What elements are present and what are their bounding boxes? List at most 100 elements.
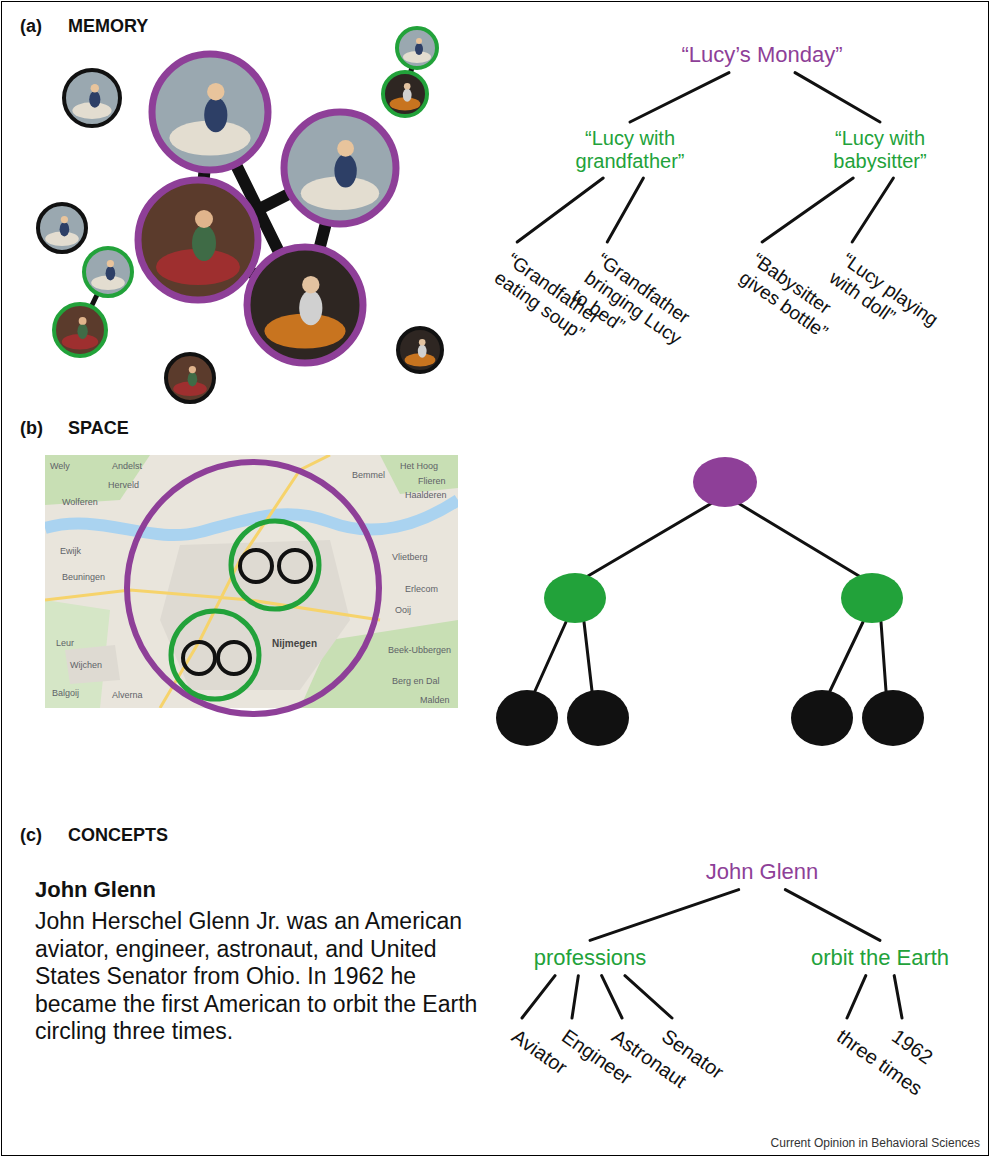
memory-group: “Lucy with grandfather”: [563, 125, 697, 175]
scene-picture: [398, 328, 442, 372]
map-label: Beek-Ubbergen: [388, 645, 451, 656]
region-ring: [231, 521, 319, 609]
episode-ring: [138, 180, 258, 300]
region-ring: [240, 550, 272, 582]
episode-ring: [152, 54, 268, 170]
tree-branch: [762, 178, 853, 242]
event-ring: [64, 70, 120, 126]
concept-group: professions: [532, 943, 649, 972]
event-ring: [398, 328, 442, 372]
tree-line: [881, 622, 886, 691]
map-label: Beuningen: [62, 572, 105, 583]
region-ring: [183, 642, 215, 674]
street-map: [45, 455, 458, 708]
map-label: Leur: [56, 638, 74, 649]
tree-branch: [602, 976, 622, 1018]
tree-line: [535, 622, 566, 691]
event-rings: [54, 28, 437, 356]
scene-picture: [38, 204, 86, 252]
tree-dot: [693, 457, 757, 507]
tree-dot: [496, 690, 558, 746]
map-label: Erlecom: [405, 584, 438, 595]
scene-picture: [152, 54, 268, 170]
tree-branch: [852, 178, 893, 242]
tree-dot: [544, 573, 606, 623]
scene-picture: [284, 112, 396, 224]
map-label: Ewijk: [60, 546, 81, 557]
panel-title: MEMORY: [68, 16, 148, 38]
node-text: “Lucy’s Monday”: [682, 42, 843, 67]
event-ring: [383, 72, 427, 116]
entry-text: John Herschel Glenn Jr. was an American …: [35, 908, 495, 1046]
map-label: Andelst: [112, 461, 142, 472]
map-label: Wolferen: [62, 497, 98, 508]
tree-dot: [567, 690, 629, 746]
node-text: “Lucy with grandfather”: [565, 127, 695, 173]
tree-branch: [607, 178, 643, 242]
tree-line: [588, 503, 712, 576]
region-ring: [171, 611, 259, 699]
node-text: Aviator: [507, 1025, 571, 1079]
event-ring: [166, 354, 214, 402]
event-ring: [397, 28, 437, 68]
node-text: “Babysitter gives bottle”: [735, 249, 850, 348]
tree-line: [584, 622, 592, 691]
concept-feature: Aviator: [505, 1022, 574, 1082]
event-rings: [38, 70, 442, 402]
event-ring: [54, 304, 106, 356]
map-green: [380, 455, 458, 494]
memory-root: “Lucy’s Monday”: [680, 40, 845, 69]
event-ring: [38, 204, 86, 252]
memory-group: “Lucy with babysitter”: [813, 125, 947, 175]
tree-branch: [630, 73, 729, 122]
tree-lines: [535, 503, 886, 691]
event-ring: [84, 248, 132, 296]
map-ground: [45, 455, 458, 708]
episode-ring: [247, 247, 363, 363]
map-label: Wely: [50, 461, 70, 472]
concept-root: John Glenn: [704, 857, 821, 886]
scene-picture: [247, 247, 363, 363]
region-ring: [218, 642, 250, 674]
tree-branch: [625, 976, 672, 1018]
node-text: John Glenn: [706, 859, 819, 884]
scene-picture: [138, 180, 258, 300]
episode-rings: [138, 54, 396, 363]
tree-branch: [522, 976, 555, 1018]
map-label: Berg en Dal: [392, 676, 440, 687]
scene-picture: [84, 248, 132, 296]
tree-dot: [841, 573, 903, 623]
episode-ring: [284, 112, 396, 224]
map-label: Balgoij: [52, 688, 79, 699]
node-text: professions: [534, 945, 647, 970]
tree-branch: [795, 73, 880, 122]
map-label: Het Hoog: [400, 461, 438, 472]
map-town: [65, 645, 120, 684]
map-label: Wijchen: [70, 660, 102, 671]
memory-event: “Lucy playing with doll”: [823, 246, 952, 356]
map-road: [45, 590, 380, 620]
scene-picture: [383, 72, 427, 116]
scene-picture: [397, 28, 437, 68]
panel-letter: (b): [20, 418, 43, 440]
scene-picture: [166, 354, 214, 402]
panel-letter: (c): [20, 825, 42, 847]
map-road: [160, 455, 330, 708]
map-label: Flieren: [418, 476, 446, 487]
node-text: “Lucy playing with doll”: [825, 249, 948, 354]
memory-illustration: [38, 28, 442, 402]
space-tree: [496, 457, 924, 746]
tree-dot: [862, 690, 924, 746]
node-text: “Grandfather bringing Lucy to bed”: [568, 249, 706, 373]
panel-letter: (a): [20, 16, 42, 38]
concept-group: orbit the Earth: [809, 943, 951, 972]
map-regions: [127, 462, 379, 714]
scene-picture: [64, 70, 120, 126]
panel-title: CONCEPTS: [68, 825, 168, 847]
entry-heading: John Glenn: [35, 877, 156, 903]
map-label: Haalderen: [405, 490, 447, 501]
map-label: Bemmel: [352, 470, 385, 481]
tree-branch: [572, 976, 578, 1018]
